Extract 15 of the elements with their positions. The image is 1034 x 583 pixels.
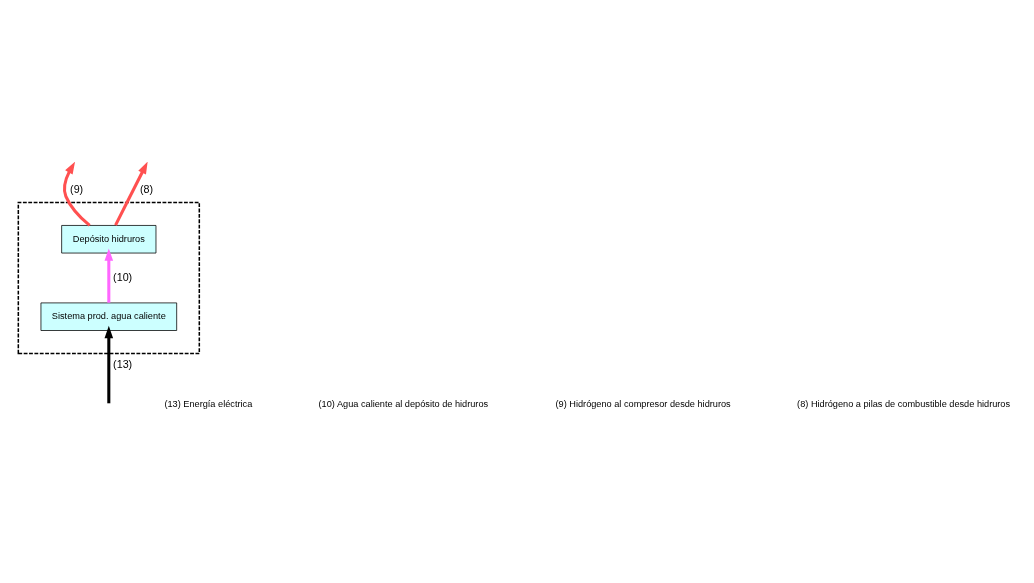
label: (10) Agua caliente al depósito de hidruros bbox=[318, 398, 489, 409]
arrow bbox=[104, 325, 114, 404]
edge-label: (10) bbox=[113, 270, 133, 283]
edge-label: (9) bbox=[70, 183, 84, 196]
label: (9) Hidrógeno al compresor desde hidruros bbox=[555, 398, 731, 409]
edge-label: (8) bbox=[139, 183, 153, 196]
edge-label: (13) bbox=[113, 358, 133, 371]
node-box: Depósito hidruros bbox=[61, 225, 157, 254]
node-box: Sistema prod. agua caliente bbox=[40, 302, 178, 331]
arrow bbox=[104, 248, 114, 303]
label: (8) Hidrógeno a pilas de combustible desde hidruros bbox=[797, 398, 1011, 409]
cluster bbox=[17, 201, 201, 355]
arrow bbox=[63, 162, 91, 227]
arrow bbox=[114, 162, 148, 226]
label: (13) Energía eléctrica bbox=[164, 398, 253, 409]
